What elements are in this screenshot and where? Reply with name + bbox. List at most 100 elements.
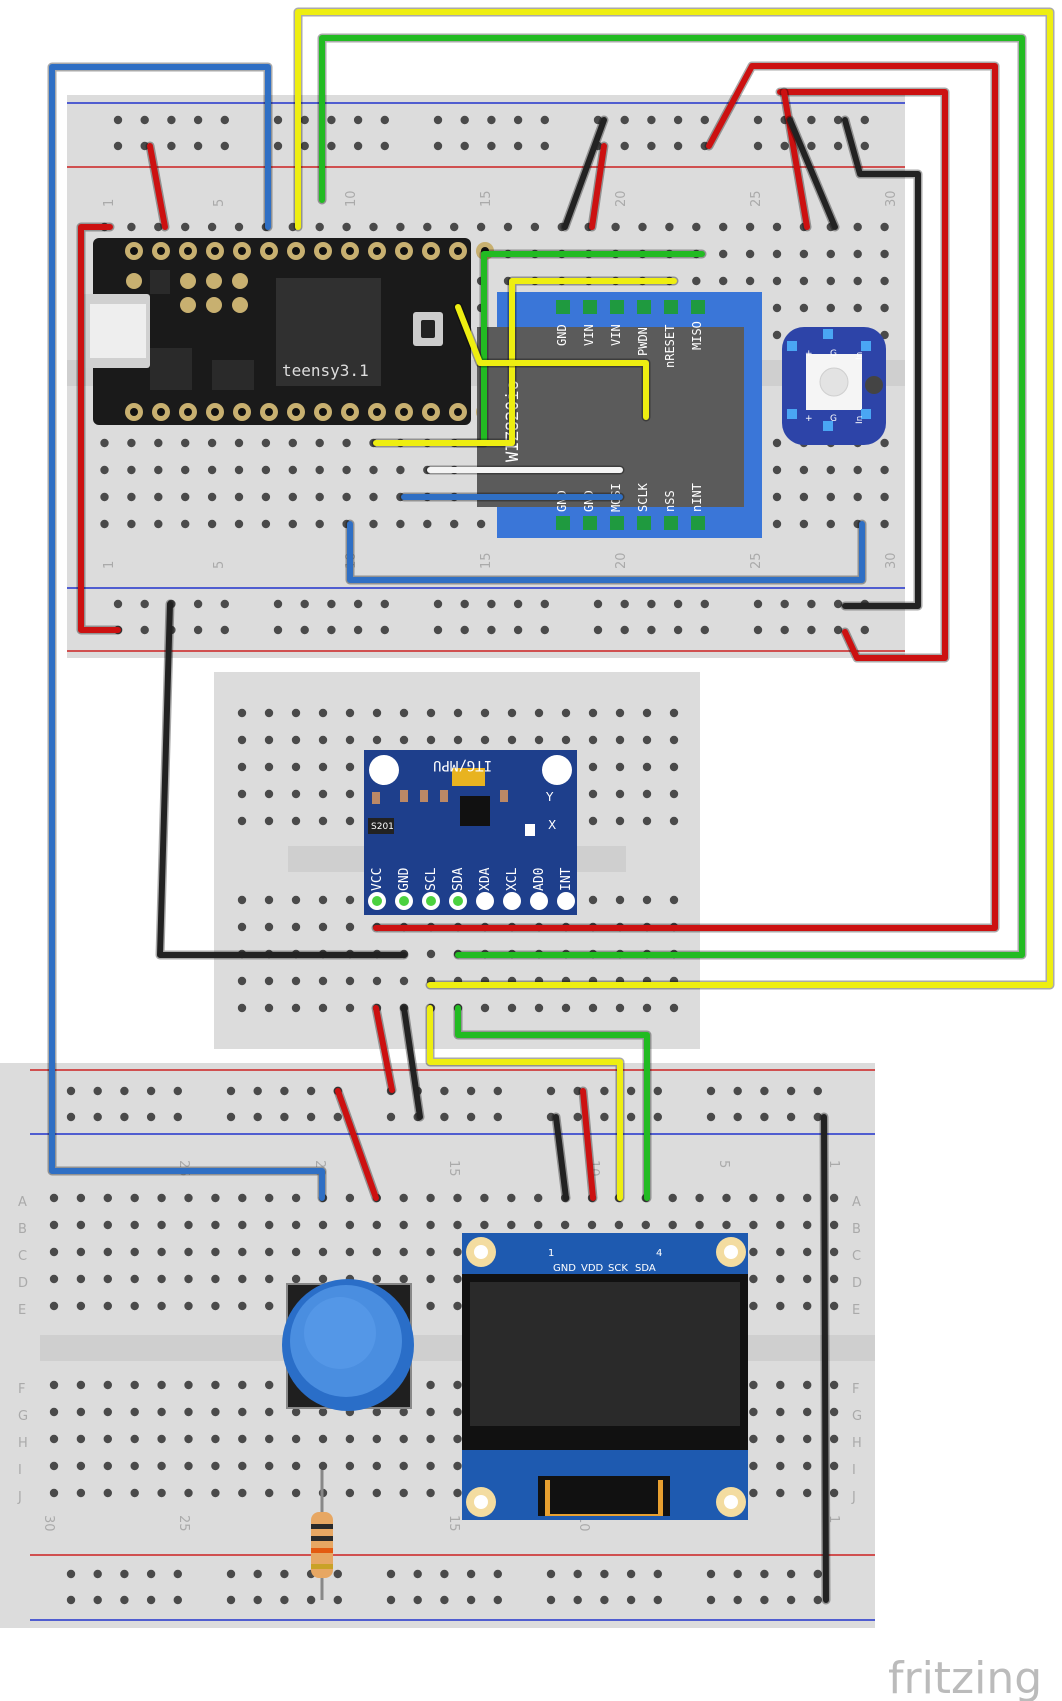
breadboard-hole [460,599,469,609]
wire-red[interactable] [78,224,121,633]
breadboard-hole [291,922,301,932]
row-letter: J [17,1490,22,1505]
breadboard-hole [127,492,136,502]
breadboard-hole [493,1595,502,1605]
breadboard-hole [669,762,679,772]
wire-black[interactable] [787,117,838,230]
pin-number: 1 [548,1248,554,1259]
wire-red[interactable] [147,143,168,230]
breadboard-hole [826,519,835,529]
breadboard-hole [561,1003,571,1013]
breadboard-hole [546,1569,556,1579]
wire-green[interactable] [319,35,1025,958]
wire-black[interactable] [157,601,407,958]
breadboard-hole [76,1193,86,1203]
breadboard-hole [480,708,490,718]
breadboard-hole [507,1193,516,1203]
breadboard-hole [154,438,163,448]
wire-red[interactable] [335,1088,379,1201]
wire-black[interactable] [821,1114,829,1603]
wire-red[interactable] [373,63,998,931]
breadboard-hole [615,1003,625,1013]
breadboard-hole [413,1595,422,1605]
wire-black[interactable] [562,117,607,230]
breadboard-hole [127,519,136,529]
wire-green[interactable] [455,1005,650,1201]
wire-blue[interactable] [49,64,325,1201]
wires [47,7,1055,1605]
breadboard-hole [146,1112,156,1122]
wiz-pad [556,300,570,314]
breadboard-hole [669,895,679,905]
breadboard-hole [776,1434,785,1444]
breadboard-hole [157,1380,166,1390]
breadboard-hole [184,1407,193,1417]
pin-label: nSS [663,490,677,512]
breadboard-hole [399,735,409,745]
breadboard-hole [480,1220,489,1230]
wire-red[interactable] [373,1005,395,1093]
breadboard-hole [120,1595,129,1605]
breadboard-hole [719,276,728,286]
breadboard-hole [265,1247,274,1257]
breadboard-hole [426,1488,435,1498]
breadboard-hole [100,519,109,529]
breadboard-hole [146,1569,156,1579]
breadboard-hole [333,1112,342,1122]
breadboard-hole [772,492,782,502]
breadboard-hole [540,141,549,151]
wire-red[interactable] [777,89,948,661]
wire-yellow[interactable] [455,304,649,420]
wire-blue[interactable] [347,521,865,583]
wire-black[interactable] [553,1114,569,1201]
breadboard-hole [669,789,679,799]
breadboard-hole [534,735,544,745]
breadboard-hole [450,222,459,232]
breadboard-hole [184,1220,193,1230]
breadboard-hole [880,303,889,313]
breadboard-hole [803,1461,812,1471]
breadboard-hole [369,465,378,475]
breadboard-hole [772,465,782,475]
breadboard-hole [76,1247,86,1257]
breadboard-hole [288,465,297,475]
wire-black[interactable] [842,117,921,609]
breadboard-hole [184,1461,193,1471]
breadboard-hole [49,1461,59,1471]
breadboard-hole [318,976,328,986]
breadboard-hole [700,599,709,609]
breadboard-hole [173,1112,182,1122]
wire-red[interactable] [781,89,810,230]
breadboard-hole [440,1112,449,1122]
wire-yellow[interactable] [427,1005,623,1201]
breadboard-hole [264,1003,274,1013]
breadboard-hole [588,895,598,905]
breadboard-hole [369,492,378,502]
breadboard-hole [503,222,513,232]
breadboard-hole [776,1301,785,1311]
breadboard-hole [265,1380,274,1390]
breadboard-hole [399,1193,408,1203]
breadboard-hole [453,1193,462,1203]
breadboard-hole [399,1274,408,1284]
wire-black[interactable] [401,1005,423,1120]
breadboard-hole [237,976,247,986]
breadboard-hole [776,1407,785,1417]
breadboard-hole [826,303,835,313]
breadboard-hole [753,141,763,151]
breadboard-hole [103,1220,113,1230]
breadboard-hole [157,1247,166,1257]
pin-label: VDD [581,1263,604,1274]
pin-label: In [855,416,865,424]
row-letter: H [852,1436,862,1451]
pin-label: nRESET [663,325,677,368]
breadboard-hole [76,1488,86,1498]
breadboard-hole [507,1220,516,1230]
breadboard-hole [288,519,297,529]
wire-red[interactable] [589,143,607,230]
breadboard-hole [130,1407,139,1417]
wire-red[interactable] [580,1088,596,1201]
breadboard-hole [826,249,835,259]
wire-yellow[interactable] [295,9,1053,988]
row-letter: E [18,1303,26,1318]
